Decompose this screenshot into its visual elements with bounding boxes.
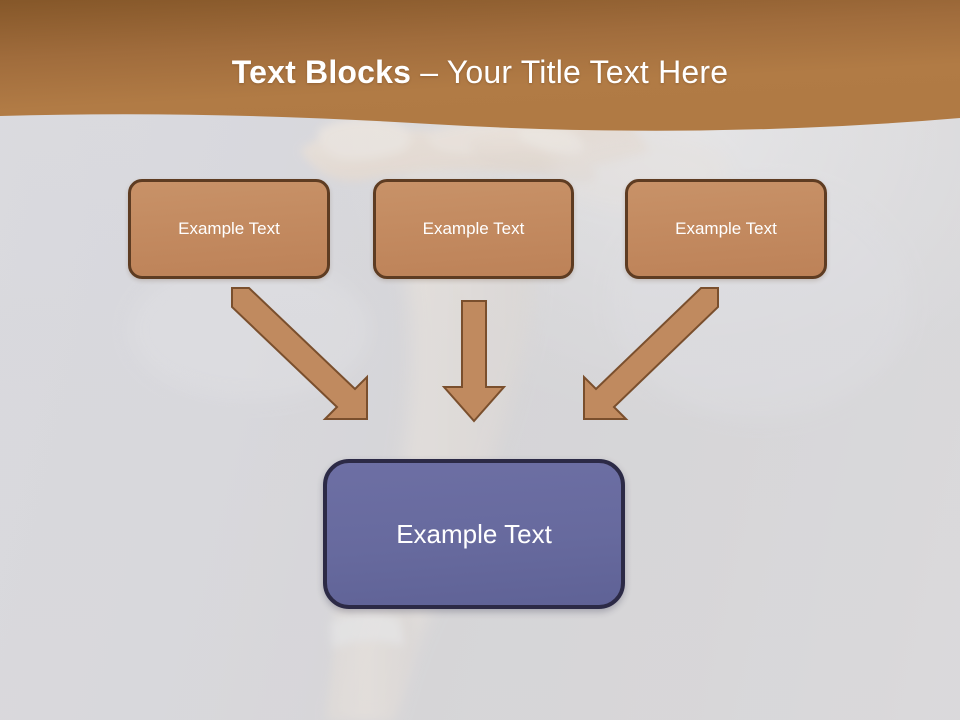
header-band [0,0,960,140]
page-title-rest: Your Title Text Here [446,54,729,90]
page-title-bold: Text Blocks [231,54,412,90]
page-title-separator: – [411,54,447,90]
source-box-1-label: Example Text [178,219,280,238]
page-title: Text Blocks – Your Title Text Here [0,52,960,92]
source-box-3-label: Example Text [675,219,777,238]
source-box-2-label: Example Text [422,219,525,238]
source-box-1[interactable]: Example Text [128,179,330,279]
source-box-3[interactable]: Example Text [625,179,827,279]
result-box-label: Example Text [396,518,552,549]
source-box-2[interactable]: Example Text [373,179,574,279]
result-box[interactable]: Example Text [323,459,625,609]
